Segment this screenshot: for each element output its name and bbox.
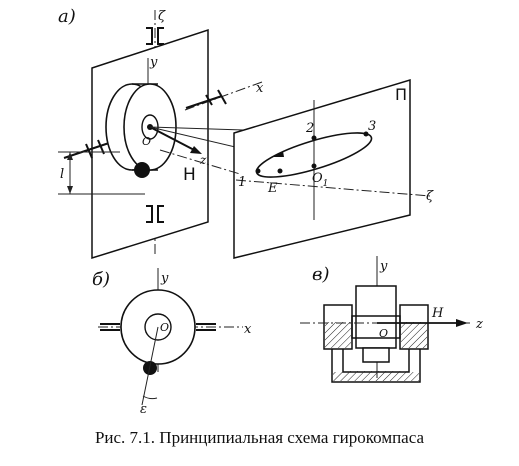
point-3 (363, 131, 369, 137)
h-vector-line (149, 126, 199, 153)
point-o1-label: O1 (312, 171, 328, 189)
c-h-vector-label: H (431, 306, 444, 321)
c-center-label: O (379, 327, 388, 340)
dimension-l-label: l (60, 167, 64, 182)
panel-b: б) y x O ε (92, 268, 252, 417)
point-2 (311, 135, 317, 141)
point-e-label: E (267, 181, 278, 196)
bottom-bearing (146, 205, 164, 223)
c-right-vessel (399, 304, 429, 350)
b-deflection-line (141, 326, 159, 406)
x-axis-line (184, 81, 263, 111)
center-o-label: O (142, 135, 151, 148)
c-rotor-housing (351, 315, 401, 339)
b-right-shaft (196, 323, 216, 331)
panel-c-label: в) (312, 264, 330, 285)
rotor-disc (105, 83, 177, 171)
c-h-vector-arrowhead (456, 319, 468, 327)
c-y-axis-label: y (379, 259, 388, 274)
b-left-shaft (100, 323, 120, 331)
y-axis-label: y (149, 55, 158, 70)
top-bearing (146, 27, 164, 45)
dimension-l (58, 151, 145, 195)
panel-a: а) ζ y x (58, 6, 434, 260)
projection-plane (233, 78, 411, 259)
x-axis-label: x (256, 81, 264, 96)
figure-caption: Рис. 7.1. Принципиальная схема гирокомпа… (94, 428, 425, 447)
b-epsilon-arc (142, 395, 158, 400)
panel-b-label: б) (92, 269, 110, 290)
zeta2-axis-line (235, 179, 431, 197)
zeta2-axis-label: ζ (426, 189, 434, 204)
z-axis-extension (159, 149, 241, 175)
h-vector-label: H (183, 165, 196, 185)
right-shaft (185, 89, 227, 109)
point-1-label: 1 (238, 175, 246, 190)
plane-label: П (395, 85, 407, 104)
panel-c: в) y z H O (300, 256, 483, 383)
point-o1 (311, 163, 317, 169)
b-y-axis-label: y (160, 271, 169, 286)
h-vector-arrowhead (190, 146, 202, 154)
c-lower-mount (362, 347, 390, 363)
point-1 (255, 168, 261, 174)
z-axis-label: z (199, 153, 207, 167)
c-left-vessel (323, 304, 353, 350)
trajectory-arrow (271, 151, 284, 157)
b-center-label: O (160, 321, 169, 334)
c-z-axis-label: z (475, 317, 483, 332)
panel-a-label: а) (58, 6, 76, 27)
pendulum-weight (134, 162, 150, 178)
b-epsilon-label: ε (140, 402, 147, 417)
zeta-axis-label: ζ (158, 9, 166, 24)
point-e (277, 168, 283, 174)
point-3-label: 3 (368, 119, 376, 134)
c-connecting-tube (331, 349, 421, 383)
point-2-label: 2 (305, 121, 314, 136)
b-x-axis-label: x (244, 322, 252, 337)
